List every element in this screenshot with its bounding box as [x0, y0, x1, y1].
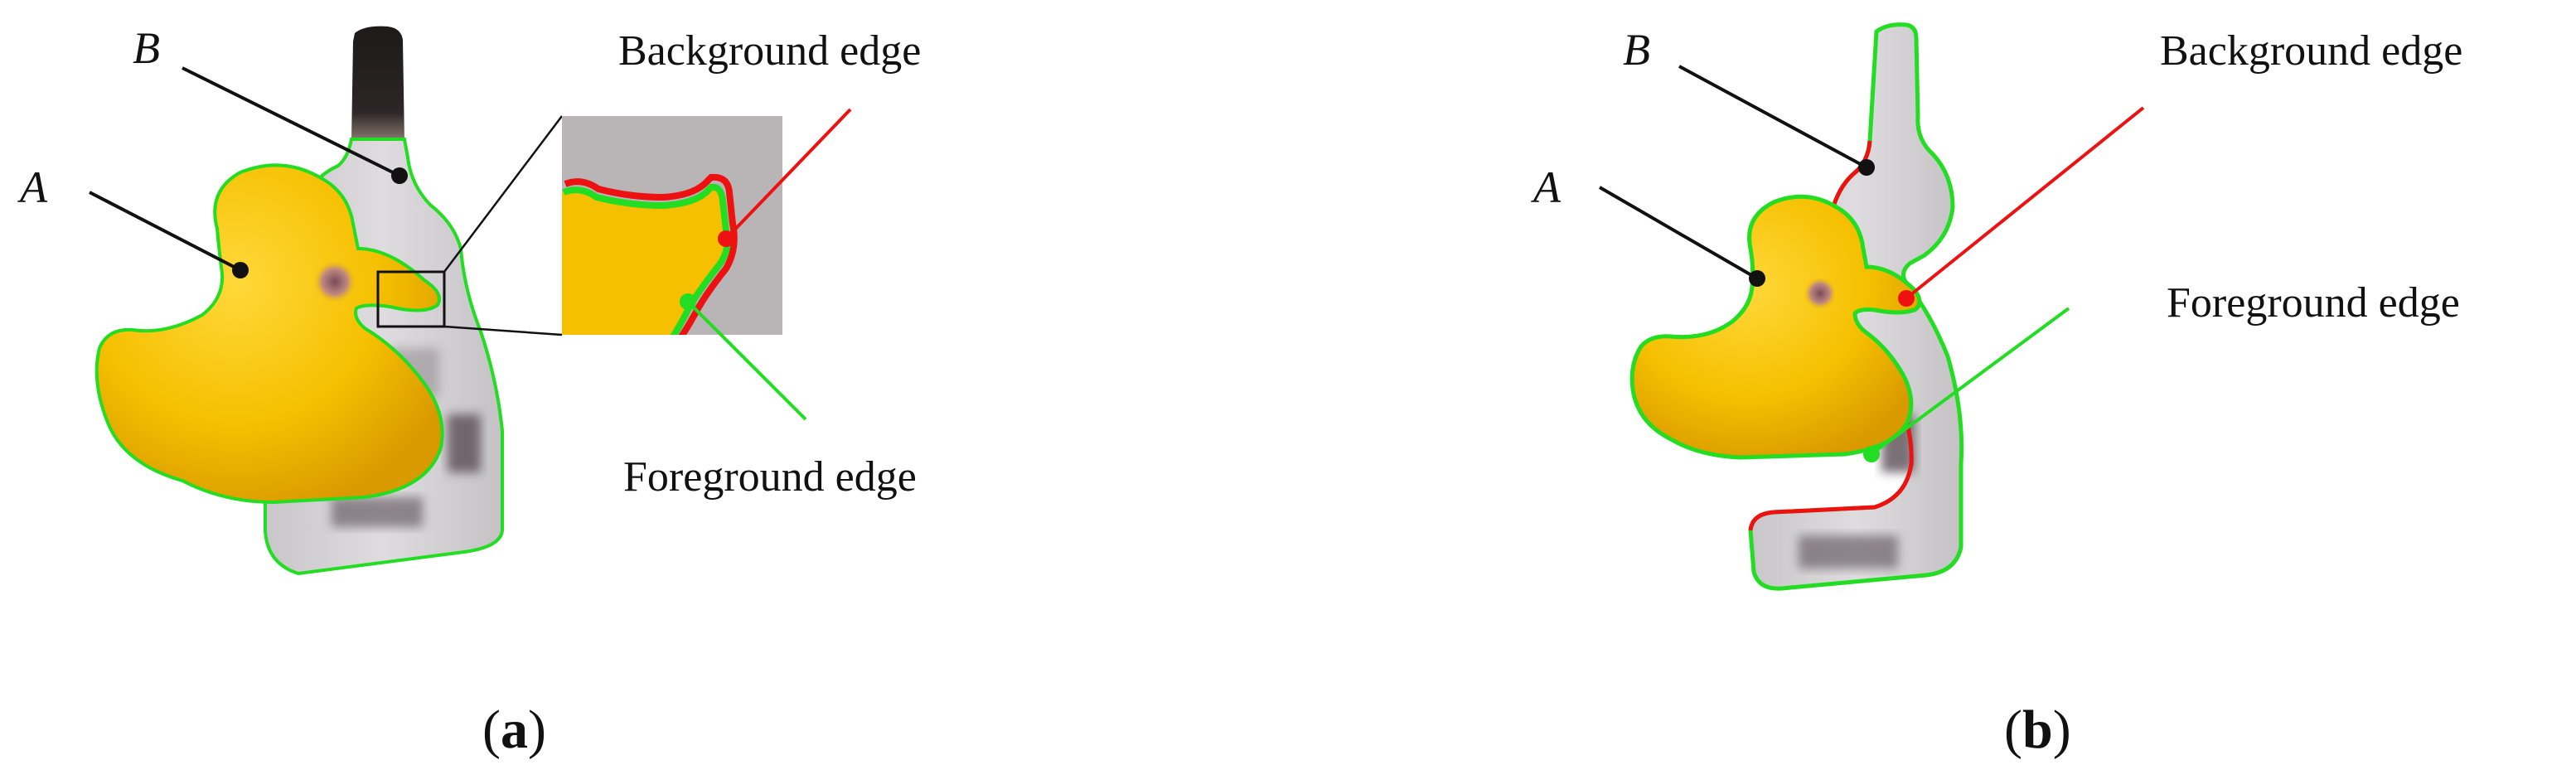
label-object-a: A: [1531, 162, 1562, 212]
leader-line-object-b: [1678, 65, 1867, 169]
duck-eye: [313, 260, 356, 303]
background-edge-marker: [718, 230, 734, 247]
zoom-inset: [562, 116, 782, 335]
panel-a: A B Background edge Foreground edge (a): [17, 23, 921, 760]
duck-object: [1629, 194, 1922, 460]
foreground-edge-marker: [680, 293, 696, 310]
leader-line-background-edge: [1905, 106, 2145, 300]
zoom-connector-bottom: [443, 325, 563, 336]
leader-line-background-edge: [724, 108, 852, 240]
label-object-b: B: [133, 23, 160, 73]
leader-line-foreground-edge: [1870, 307, 2070, 456]
leader-line-object-b: [182, 66, 400, 177]
panel-b: A B Background edge Foreground edge (b): [1531, 22, 2462, 760]
inset-background-edge: [564, 173, 738, 335]
leader-line-foreground-edge: [686, 300, 807, 421]
bottle-cap: [351, 26, 404, 141]
bottle-label-mark: [448, 414, 481, 472]
label-background-edge: Background edge: [2160, 27, 2462, 75]
duck-object: [94, 163, 444, 505]
zoom-source-box: [376, 270, 446, 328]
leader-line-object-a: [89, 191, 241, 272]
label-foreground-edge: Foreground edge: [623, 453, 917, 501]
label-background-edge: Background edge: [618, 27, 921, 75]
caption-panel-a: (a): [482, 699, 546, 760]
background-edge-marker: [1898, 290, 1915, 307]
duck-body: [94, 163, 444, 505]
label-object-b: B: [1623, 25, 1650, 75]
bottle-label-mark: [1799, 535, 1898, 569]
zoom-connector-top: [443, 115, 563, 273]
bottle-label-mark: [332, 497, 423, 527]
label-object-a: A: [17, 162, 48, 212]
caption-panel-b: (b): [2004, 699, 2071, 760]
object-a-marker: [232, 262, 249, 278]
duck-eye: [1804, 277, 1837, 310]
duck-body: [1629, 194, 1922, 460]
object-b-marker: [1858, 159, 1875, 176]
object-b-marker: [391, 167, 408, 184]
leader-line-object-a: [1598, 186, 1759, 280]
foreground-edge-marker: [1863, 446, 1880, 462]
object-a-marker: [1749, 270, 1765, 287]
label-foreground-edge: Foreground edge: [2167, 279, 2460, 327]
